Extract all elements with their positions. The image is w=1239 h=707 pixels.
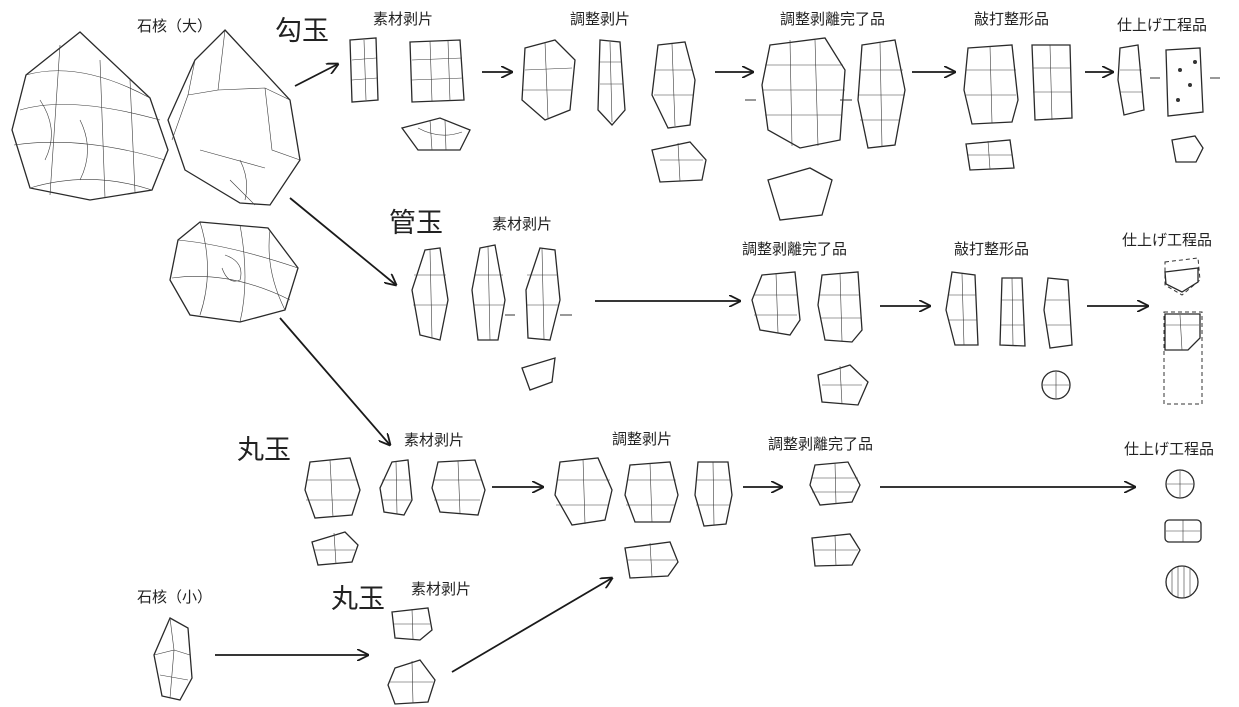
core-small-label: 石核（小） bbox=[137, 590, 212, 605]
magatama-label: 勾玉 bbox=[275, 18, 329, 45]
marutama-material-flakes bbox=[305, 458, 485, 565]
row3-stage-adjustment: 調整剥片 bbox=[612, 432, 672, 447]
magatama-material-flakes bbox=[350, 38, 470, 150]
row2-stage-pecked: 敲打整形品 bbox=[954, 242, 1029, 257]
magatama-adjustment-complete bbox=[745, 38, 905, 220]
row2-stage-material: 素材剥片 bbox=[492, 217, 552, 232]
core-small bbox=[154, 618, 192, 700]
row2-stage-finishing: 仕上げ工程品 bbox=[1122, 233, 1212, 248]
marutama-small-material-flakes bbox=[388, 608, 435, 704]
marutama-label: 丸玉 bbox=[237, 437, 291, 464]
core-large-label: 石核（大） bbox=[137, 19, 212, 34]
marutama-small-label: 丸玉 bbox=[331, 586, 385, 613]
kudatama-finishing bbox=[1164, 258, 1202, 404]
core-medium bbox=[170, 222, 298, 322]
magatama-adjustment-flakes bbox=[522, 40, 706, 182]
core-large-left bbox=[12, 32, 168, 200]
kudatama-label: 管玉 bbox=[389, 210, 443, 237]
row3-stage-material: 素材剥片 bbox=[404, 433, 464, 448]
row2-stage-complete: 調整剥離完了品 bbox=[742, 242, 847, 257]
kudatama-adjustment-complete bbox=[752, 272, 868, 405]
kudatama-pecked-shaped bbox=[946, 272, 1072, 399]
magatama-finishing bbox=[1118, 45, 1220, 162]
row4-stage-material: 素材剥片 bbox=[411, 582, 471, 597]
row1-stage-pecked: 敲打整形品 bbox=[974, 12, 1049, 27]
row1-stage-adjustment: 調整剥片 bbox=[570, 12, 630, 27]
row1-stage-finishing: 仕上げ工程品 bbox=[1117, 18, 1207, 33]
marutama-adjustment-complete bbox=[810, 462, 860, 566]
row3-stage-finishing: 仕上げ工程品 bbox=[1124, 442, 1214, 457]
row3-stage-complete: 調整剥離完了品 bbox=[768, 437, 873, 452]
marutama-finishing bbox=[1165, 470, 1201, 598]
row1-stage-material: 素材剥片 bbox=[373, 12, 433, 27]
marutama-adjustment-flakes bbox=[555, 458, 732, 578]
kudatama-material-flakes bbox=[412, 245, 572, 390]
magatama-pecked-shaped bbox=[964, 45, 1072, 170]
row1-stage-complete: 調整剥離完了品 bbox=[780, 12, 885, 27]
core-large-right bbox=[168, 30, 300, 205]
